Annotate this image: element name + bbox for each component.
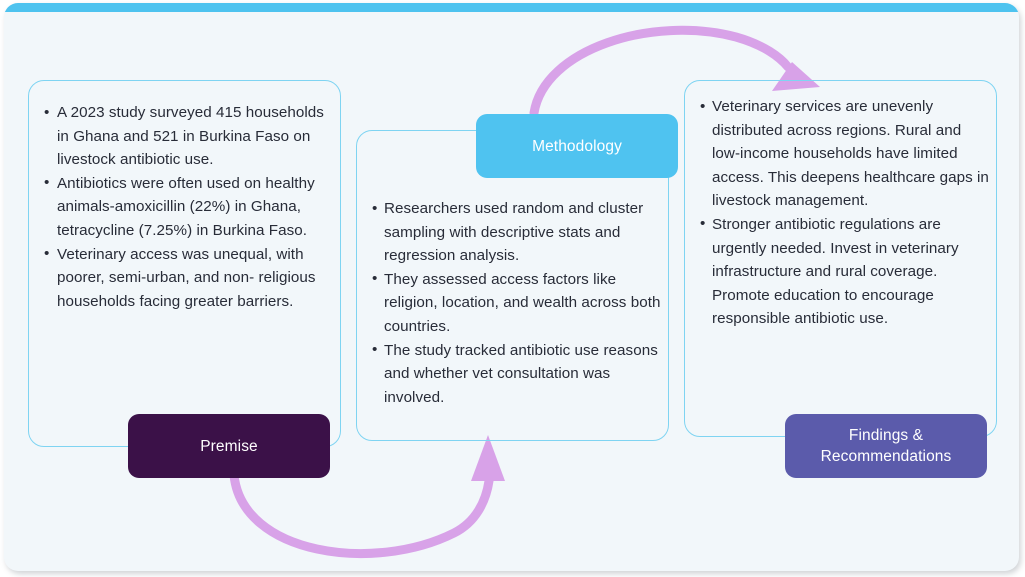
list-item: Stronger antibiotic regulations are urge… bbox=[699, 212, 991, 331]
stage-badge-methodology[interactable]: Methodology bbox=[476, 114, 678, 178]
findings-content-box: Veterinary services are unevenly distrib… bbox=[684, 80, 997, 437]
list-item: Researchers used random and cluster samp… bbox=[372, 197, 662, 268]
methodology-bullet-list: Researchers used random and cluster samp… bbox=[372, 197, 662, 409]
list-item: Veterinary access was unequal, with poor… bbox=[42, 242, 334, 314]
list-item: The study tracked antibiotic use reasons… bbox=[372, 338, 662, 410]
methodology-content-box: Researchers used random and cluster samp… bbox=[356, 130, 669, 441]
findings-bullet-list: Veterinary services are unevenly distrib… bbox=[699, 95, 991, 331]
diagram-card: A 2023 study surveyed 415 households in … bbox=[4, 3, 1019, 571]
list-item: They assessed access factors like religi… bbox=[372, 267, 662, 339]
premise-content-box: A 2023 study surveyed 415 households in … bbox=[28, 80, 341, 447]
list-item: Antibiotics were often used on healthy a… bbox=[42, 171, 334, 243]
list-item: Veterinary services are unevenly distrib… bbox=[699, 95, 991, 213]
stage-badge-findings[interactable]: Findings & Recommendations bbox=[785, 414, 987, 478]
card-accent-bar bbox=[4, 3, 1019, 12]
stage-badge-premise[interactable]: Premise bbox=[128, 414, 330, 478]
premise-bullet-list: A 2023 study surveyed 415 households in … bbox=[42, 101, 334, 313]
list-item: A 2023 study surveyed 415 households in … bbox=[42, 101, 334, 172]
